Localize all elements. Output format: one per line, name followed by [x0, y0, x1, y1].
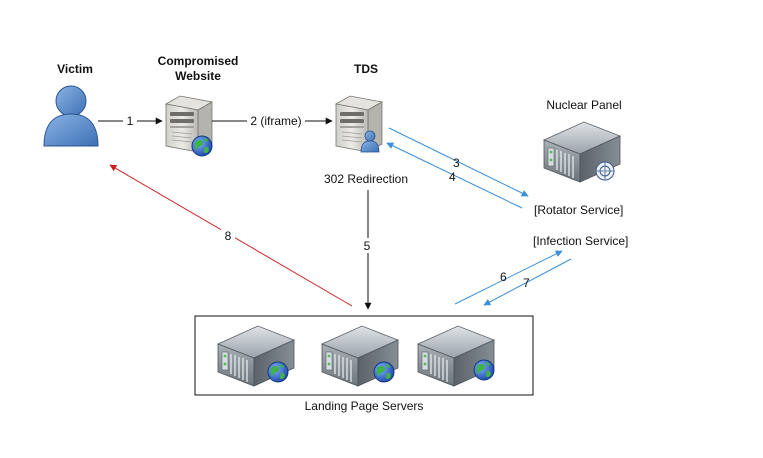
- victim-node: Victim: [43, 62, 99, 147]
- edge-7: 7: [483, 258, 572, 306]
- compromised-website-label-line1: Compromised: [158, 54, 239, 68]
- admin-server-icon: [543, 121, 621, 183]
- compromised-website-node: Compromised Website: [158, 54, 239, 157]
- tds-note: 302 Redirection: [324, 172, 408, 186]
- person-icon: [43, 85, 99, 147]
- victim-label: Victim: [57, 62, 93, 76]
- web-server-icon: [165, 95, 213, 157]
- edge-6: 6: [454, 250, 563, 305]
- user-server-icon: [335, 95, 383, 153]
- edge-1-label: 1: [127, 114, 134, 128]
- edge-5-label: 5: [364, 239, 371, 253]
- edge-2-label: 2 (iframe): [250, 114, 301, 128]
- edge-8-label: 8: [225, 229, 232, 243]
- edge-4-label: 4: [449, 170, 456, 184]
- tds-label: TDS: [354, 62, 378, 76]
- edge-3-label: 3: [453, 156, 460, 170]
- edge-2: 2 (iframe): [212, 113, 333, 128]
- landing-page-servers-node: Landing Page Servers: [194, 315, 534, 413]
- landing-page-servers-label: Landing Page Servers: [305, 399, 424, 413]
- compromised-website-label-line2: Website: [175, 69, 221, 83]
- tds-node: TDS 302 Redirection: [324, 62, 408, 186]
- nuclear-panel-label: Nuclear Panel: [546, 98, 621, 112]
- edge-4: 4: [386, 142, 523, 209]
- edge-5: 5: [360, 190, 374, 310]
- infection-service-label: [Infection Service]: [533, 234, 628, 248]
- edge-8: 8: [109, 164, 353, 307]
- edge-6-label: 6: [500, 270, 507, 284]
- edge-7-label: 7: [523, 276, 530, 290]
- edge-3: 3: [388, 127, 529, 197]
- nuclear-panel-node: Nuclear Panel: [543, 98, 622, 183]
- rotator-service-label: [Rotator Service]: [534, 203, 623, 217]
- edge-1: 1: [98, 113, 163, 128]
